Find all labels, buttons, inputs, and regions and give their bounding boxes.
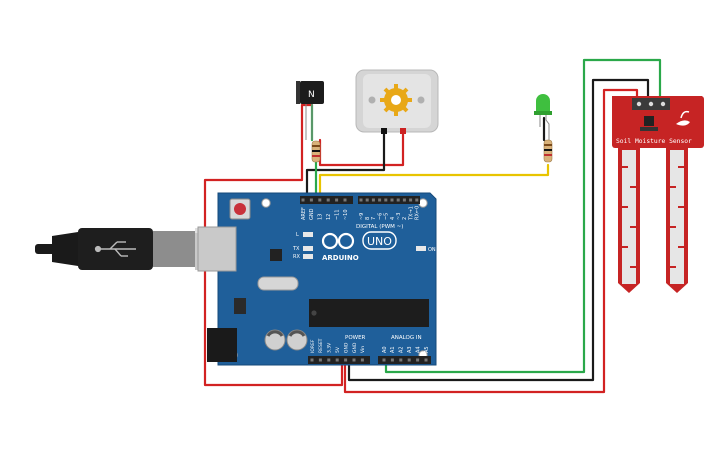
digital-pin-hole[interactable] bbox=[309, 198, 313, 202]
analog-pin-label: A3 bbox=[407, 346, 413, 353]
soil-moisture-sensor[interactable]: Soil Moisture Sensor bbox=[612, 96, 704, 293]
led-tx-label: TX bbox=[292, 246, 300, 252]
atmega-chip bbox=[309, 299, 429, 327]
digital-pin-label: ~3 bbox=[396, 213, 402, 220]
resistor-led[interactable] bbox=[543, 139, 553, 163]
wire-red-5v-loop[interactable] bbox=[203, 103, 344, 387]
dc-motor-icon[interactable] bbox=[355, 69, 439, 134]
analog-pin-hole[interactable] bbox=[399, 358, 403, 362]
analog-pin-hole[interactable] bbox=[407, 358, 411, 362]
digital-pin-hole[interactable] bbox=[359, 198, 363, 202]
power-pin-hole[interactable] bbox=[344, 358, 348, 362]
digital-pin-hole[interactable] bbox=[371, 198, 375, 202]
analog-pin-hole[interactable] bbox=[390, 358, 394, 362]
digital-pin-label: 12 bbox=[326, 214, 332, 220]
power-pin-label: Vin bbox=[360, 346, 366, 353]
digital-pin-label: ~11 bbox=[334, 209, 340, 220]
on-label: ON bbox=[428, 247, 436, 253]
analog-pin-label: A2 bbox=[399, 346, 405, 353]
digital-pin-label: ~6 bbox=[377, 213, 383, 220]
digital-header-a bbox=[300, 196, 353, 204]
transistor-marking: N bbox=[308, 90, 315, 100]
sensor-label: Soil Moisture Sensor bbox=[616, 138, 692, 145]
digital-pin-hole[interactable] bbox=[390, 198, 394, 202]
digital-pin-label: 4 bbox=[390, 217, 396, 220]
digital-pin-hole[interactable] bbox=[365, 198, 369, 202]
digital-pin-hole[interactable] bbox=[378, 198, 382, 202]
power-pin-hole[interactable] bbox=[352, 358, 356, 362]
analog-pin-label: A1 bbox=[390, 346, 396, 353]
wires bbox=[203, 58, 662, 394]
wire-red-motor[interactable] bbox=[318, 128, 405, 167]
led-rx-label: RX bbox=[293, 254, 300, 260]
power-pin-hole[interactable] bbox=[310, 358, 314, 362]
green-led[interactable] bbox=[534, 94, 552, 140]
digital-pin-hole[interactable] bbox=[318, 198, 322, 202]
digital-pin-hole[interactable] bbox=[415, 198, 419, 202]
npn-transistor[interactable]: N bbox=[296, 81, 324, 140]
analog-pin-label: A5 bbox=[424, 346, 430, 353]
power-jack bbox=[207, 328, 237, 362]
power-pin-label: IOREF bbox=[310, 339, 316, 353]
reset-button[interactable] bbox=[229, 198, 251, 220]
wire-black-transistor-gnd[interactable] bbox=[305, 131, 386, 202]
power-pin-label: RESET bbox=[318, 338, 324, 353]
digital-pin-label: 2 bbox=[402, 217, 408, 220]
power-header bbox=[308, 356, 370, 364]
power-pin-hole[interactable] bbox=[327, 358, 331, 362]
digital-pin-hole[interactable] bbox=[335, 198, 339, 202]
digital-pin-label: 13 bbox=[318, 214, 324, 220]
digital-pin-hole[interactable] bbox=[409, 198, 413, 202]
analog-label: ANALOG IN bbox=[391, 335, 422, 341]
crystal bbox=[257, 276, 299, 291]
led-l-label: L bbox=[296, 232, 299, 238]
analog-pin-hole[interactable] bbox=[424, 358, 428, 362]
wire-black-sensor-gnd[interactable] bbox=[347, 78, 650, 382]
usb-symbol-icon bbox=[94, 241, 136, 257]
analog-pin-label: A0 bbox=[382, 346, 388, 353]
power-pin-hole[interactable] bbox=[318, 358, 322, 362]
brand-name: ARDUINO bbox=[322, 254, 359, 262]
analog-pin-hole[interactable] bbox=[416, 358, 420, 362]
analog-pin-hole[interactable] bbox=[382, 358, 386, 362]
wire-green-sensor-a0[interactable] bbox=[384, 58, 662, 374]
power-pin-label: GND bbox=[343, 342, 349, 353]
digital-pin-label: TX→1 bbox=[408, 206, 414, 221]
digital-pin-label: GND bbox=[309, 208, 315, 220]
digital-pin-hole[interactable] bbox=[326, 198, 330, 202]
digital-pin-label: AREF bbox=[301, 207, 307, 220]
digital-pin-label: ~9 bbox=[359, 213, 365, 220]
power-pin-label: 3.3V bbox=[327, 342, 333, 353]
board-logo: UNO bbox=[367, 235, 392, 248]
digital-pin-hole[interactable] bbox=[384, 198, 388, 202]
analog-pin-label: A4 bbox=[415, 346, 421, 353]
arduino-logo-icon bbox=[321, 232, 355, 250]
power-pin-hole[interactable] bbox=[335, 358, 339, 362]
wire-yellow-led[interactable] bbox=[318, 163, 550, 202]
digital-pin-label: ~5 bbox=[384, 213, 390, 220]
power-label: POWER bbox=[345, 335, 366, 341]
wire-red-sensor-vcc[interactable] bbox=[343, 88, 639, 394]
digital-pin-hole[interactable] bbox=[396, 198, 400, 202]
power-pin-label: GND bbox=[352, 342, 358, 353]
arduino-board: L TX RX ON ARDUINO UNO DIGITAL (PWM ~) A… bbox=[197, 192, 437, 366]
digital-label: DIGITAL (PWM ~) bbox=[356, 224, 403, 230]
power-pin-hole[interactable] bbox=[360, 358, 364, 362]
analog-header bbox=[378, 356, 431, 364]
digital-pin-label: RX←0 bbox=[415, 206, 421, 220]
digital-header-b bbox=[358, 196, 420, 204]
digital-pin-hole[interactable] bbox=[343, 198, 347, 202]
power-pin-label: 5V bbox=[335, 346, 341, 353]
digital-pin-label: 8 bbox=[365, 217, 371, 220]
digital-pin-hole[interactable] bbox=[301, 198, 305, 202]
resistor-base[interactable] bbox=[311, 140, 321, 163]
digital-pin-label: ~10 bbox=[343, 209, 349, 220]
digital-pin-label: 7 bbox=[371, 217, 377, 220]
digital-pin-hole[interactable] bbox=[402, 198, 406, 202]
